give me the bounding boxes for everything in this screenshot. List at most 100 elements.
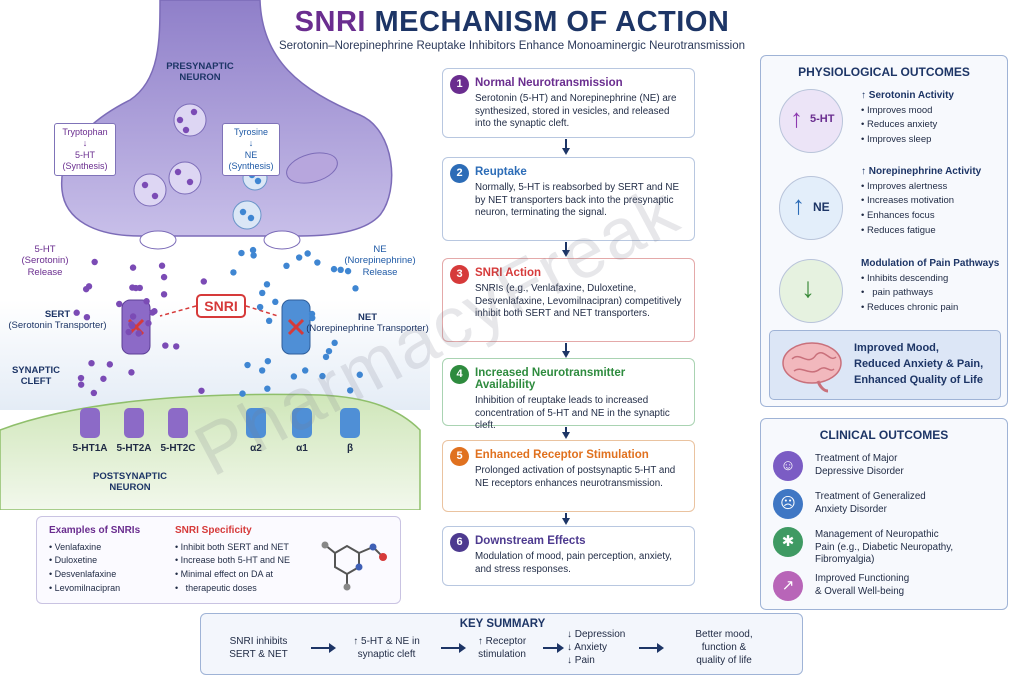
nerve-icon: ✱ bbox=[773, 527, 803, 557]
receptor-beta bbox=[340, 408, 360, 438]
vesicle bbox=[173, 103, 207, 137]
summary-line: stimulation bbox=[478, 649, 526, 660]
receptor-label-5ht2a: 5-HT2A bbox=[116, 443, 152, 454]
examples-title: Examples of SNRIs bbox=[49, 525, 141, 536]
clinical-line2: & Overall Well-being bbox=[815, 585, 905, 597]
norepinephrine-molecule bbox=[254, 177, 262, 185]
serotonin-molecule bbox=[176, 116, 184, 124]
norepinephrine-molecule bbox=[249, 246, 257, 254]
clinical-item-text: Improved Functioning& Overall Well-being bbox=[815, 573, 909, 598]
summary-line: ↑ Receptor bbox=[477, 636, 527, 647]
mood-summary-box: Improved Mood, Reduced Anxiety & Pain, E… bbox=[769, 330, 1001, 400]
serotonin-molecule bbox=[128, 321, 135, 328]
tyrosine-label: Tyrosine bbox=[233, 127, 268, 137]
mood-summary-text: Improved Mood, Reduced Anxiety & Pain, E… bbox=[854, 341, 983, 389]
step-6-body: Modulation of mood, pain perception, anx… bbox=[475, 551, 672, 575]
serotonin-molecule bbox=[151, 192, 159, 200]
serotonin-molecule bbox=[132, 284, 140, 292]
serotonin-molecule bbox=[77, 374, 85, 382]
ht-release-line1: 5-HT bbox=[34, 244, 56, 255]
norepinephrine-molecule bbox=[295, 254, 303, 261]
serotonin-molecule bbox=[73, 309, 80, 316]
examples-column: Examples of SNRIs Venlafaxine Duloxetine… bbox=[49, 523, 140, 596]
ne-synthesis-line2: (Synthesis) bbox=[228, 160, 274, 171]
norepinephrine-molecule bbox=[301, 367, 309, 374]
step-1-number: 1 bbox=[450, 75, 469, 94]
summary-line: Better mood, bbox=[695, 629, 753, 640]
down-arrow-icon bbox=[562, 351, 570, 358]
tryptophan-label: Tryptophan bbox=[62, 127, 108, 137]
example-item: Venlafaxine bbox=[49, 541, 140, 555]
up-arrow-icon: ↑ bbox=[790, 103, 803, 133]
outcome-item: Reduces anxiety bbox=[861, 118, 954, 133]
receptor-5ht2c bbox=[168, 408, 188, 438]
receptor-label-beta: β bbox=[346, 443, 354, 454]
vesicle bbox=[133, 173, 167, 207]
norepinephrine-molecule bbox=[247, 214, 255, 222]
page-title: SNRI MECHANISM OF ACTION bbox=[0, 6, 1024, 39]
serotonin-molecule bbox=[125, 328, 132, 336]
receptor-label-5ht1a: 5-HT1A bbox=[72, 443, 108, 454]
summary-line: SERT & NET bbox=[229, 649, 288, 660]
norepinephrine-molecule bbox=[330, 265, 338, 273]
clinical-line1: Management of Neuropathic bbox=[815, 529, 939, 540]
step-3-body: SNRIs (e.g., Venlafaxine, Duloxetine, De… bbox=[475, 283, 682, 320]
postsynaptic-label: POSTSYNAPTIC NEURON bbox=[75, 471, 185, 494]
synapse-diagram bbox=[0, 0, 430, 510]
norepinephrine-molecule bbox=[263, 281, 271, 288]
step-1-title: Normal Neurotransmission bbox=[475, 77, 623, 89]
sert-label-line1: SERT bbox=[44, 309, 71, 320]
ht-release-label: 5-HT (Serotonin) Release bbox=[10, 244, 80, 278]
flow-arrow-stem bbox=[565, 513, 567, 518]
vesicle bbox=[232, 200, 262, 230]
ne-release-line1: NE bbox=[373, 244, 387, 255]
serotonin-molecule bbox=[200, 278, 207, 285]
norepinephrine-molecule bbox=[250, 252, 257, 259]
specificity-item: Inhibit both SERT and NET bbox=[175, 541, 290, 555]
serotonin-molecule bbox=[91, 258, 98, 266]
norepinephrine-molecule bbox=[309, 314, 316, 322]
right-arrow-icon bbox=[639, 643, 664, 653]
clinical-line1: Treatment of Generalized bbox=[815, 491, 926, 502]
inhibit-arrow-right bbox=[245, 305, 279, 317]
summary-step-1: SNRI inhibits SERT & NET bbox=[211, 635, 306, 661]
flow-arrow-stem bbox=[565, 139, 567, 148]
norepinephrine-molecule bbox=[264, 385, 271, 392]
ne-outcomes: ↑ Norepinephrine Activity Improves alert… bbox=[861, 164, 981, 238]
norepinephrine-molecule bbox=[344, 267, 352, 275]
serotonin-molecule bbox=[145, 320, 152, 327]
summary-line: synaptic cleft bbox=[357, 649, 416, 660]
snri-badge: SNRI bbox=[196, 294, 246, 318]
presynaptic-label: PRESYNAPTIC NEURON bbox=[155, 61, 245, 84]
example-item: Desvenlafaxine bbox=[49, 568, 140, 582]
ht-synthesis-line2: (Synthesis) bbox=[62, 160, 108, 171]
serotonin-molecule bbox=[90, 389, 98, 397]
outcome-item-cont: pain pathways bbox=[872, 287, 933, 299]
mood-line3: Enhanced Quality of Life bbox=[854, 373, 983, 386]
norepinephrine-molecule bbox=[319, 372, 326, 380]
step-6-number: 6 bbox=[450, 533, 469, 552]
outcome-item: Enhances focus bbox=[861, 209, 981, 224]
norepinephrine-molecule bbox=[322, 353, 330, 361]
step-2-number: 2 bbox=[450, 164, 469, 183]
down-arrow-icon: ↓ bbox=[801, 272, 815, 303]
cleft-background bbox=[0, 300, 430, 410]
receptor-alpha1 bbox=[292, 408, 312, 438]
serotonin-molecule bbox=[128, 369, 135, 376]
receptor-5ht1a bbox=[80, 408, 100, 438]
step-5-body: Prolonged activation of postsynaptic 5-H… bbox=[475, 465, 676, 489]
clinical-line1: Treatment of Major bbox=[815, 453, 898, 464]
key-summary-title: KEY SUMMARY bbox=[459, 618, 546, 630]
serotonin-up-icon: ↑ 5-HT bbox=[779, 89, 843, 153]
step-4-card: 4 Increased Neurotransmitter Availabilit… bbox=[442, 358, 695, 431]
flow-arrow-stem bbox=[565, 427, 567, 432]
net-block-icon bbox=[287, 318, 305, 336]
ne-release-line2: (Norepinephrine) bbox=[344, 255, 416, 267]
step-2-card: 2 Reuptake Normally, 5-HT is reabsorbed … bbox=[442, 157, 695, 241]
cleft-line2: CLEFT bbox=[20, 376, 52, 388]
serotonin-molecule bbox=[143, 298, 150, 305]
serotonin-molecule bbox=[186, 178, 194, 186]
physiological-outcomes-panel: PHYSIOLOGICAL OUTCOMES ↑ 5-HT ↑ NE ↓ ↑ S… bbox=[760, 55, 1008, 407]
